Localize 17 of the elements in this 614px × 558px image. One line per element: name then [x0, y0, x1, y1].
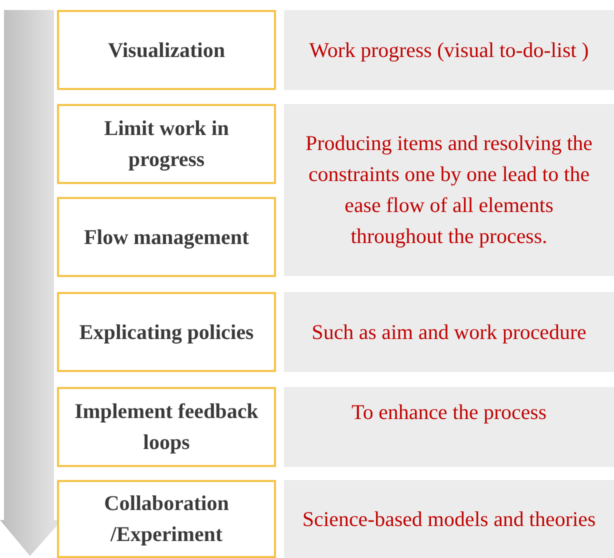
- description-text: Producing items and resolving the constraints one by one lead to the ease flow of all elements throughout the process.: [304, 130, 594, 250]
- description-text: Work progress (visual to-do-list ): [309, 36, 589, 64]
- step-label: Explicating policies: [79, 318, 254, 346]
- step-label: Flow management: [84, 224, 250, 251]
- step-label: Limit work in progress: [103, 115, 230, 173]
- step-box: [57, 387, 276, 467]
- step-box: [57, 292, 276, 372]
- description-text: Such as aim and work procedure: [312, 318, 586, 346]
- step-label: Implement feedback loops: [74, 398, 260, 456]
- description-text: Science-based models and theories: [302, 506, 596, 532]
- step-box: [57, 480, 276, 558]
- step-label: Collaboration /Experiment: [103, 490, 230, 548]
- description-text: To enhance the process: [351, 399, 547, 426]
- step-box: [57, 197, 276, 277]
- step-box: [57, 104, 276, 184]
- step-box: [57, 10, 276, 90]
- step-label: Visualization: [108, 36, 226, 64]
